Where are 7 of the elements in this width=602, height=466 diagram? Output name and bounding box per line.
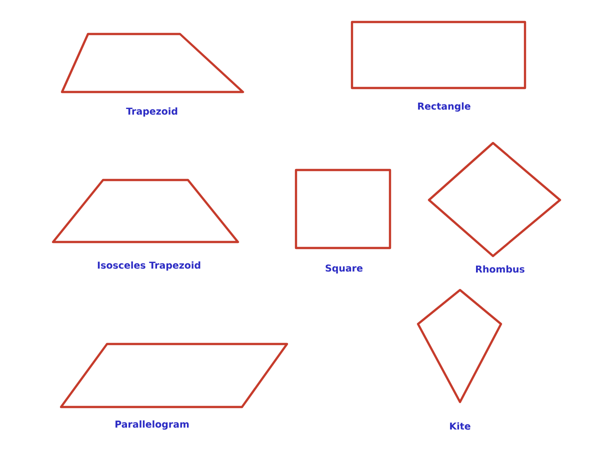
shape-label: Kite: [450, 422, 470, 430]
shape-label: Trapezoid: [126, 107, 178, 117]
shape-label: Isosceles Trapezoid: [98, 261, 200, 271]
shape-label: Square: [326, 264, 363, 274]
shape-label: Parallelogram: [116, 420, 189, 430]
shape-label: Rectangle: [418, 102, 470, 112]
shape-label: Rhombus: [476, 265, 524, 273]
